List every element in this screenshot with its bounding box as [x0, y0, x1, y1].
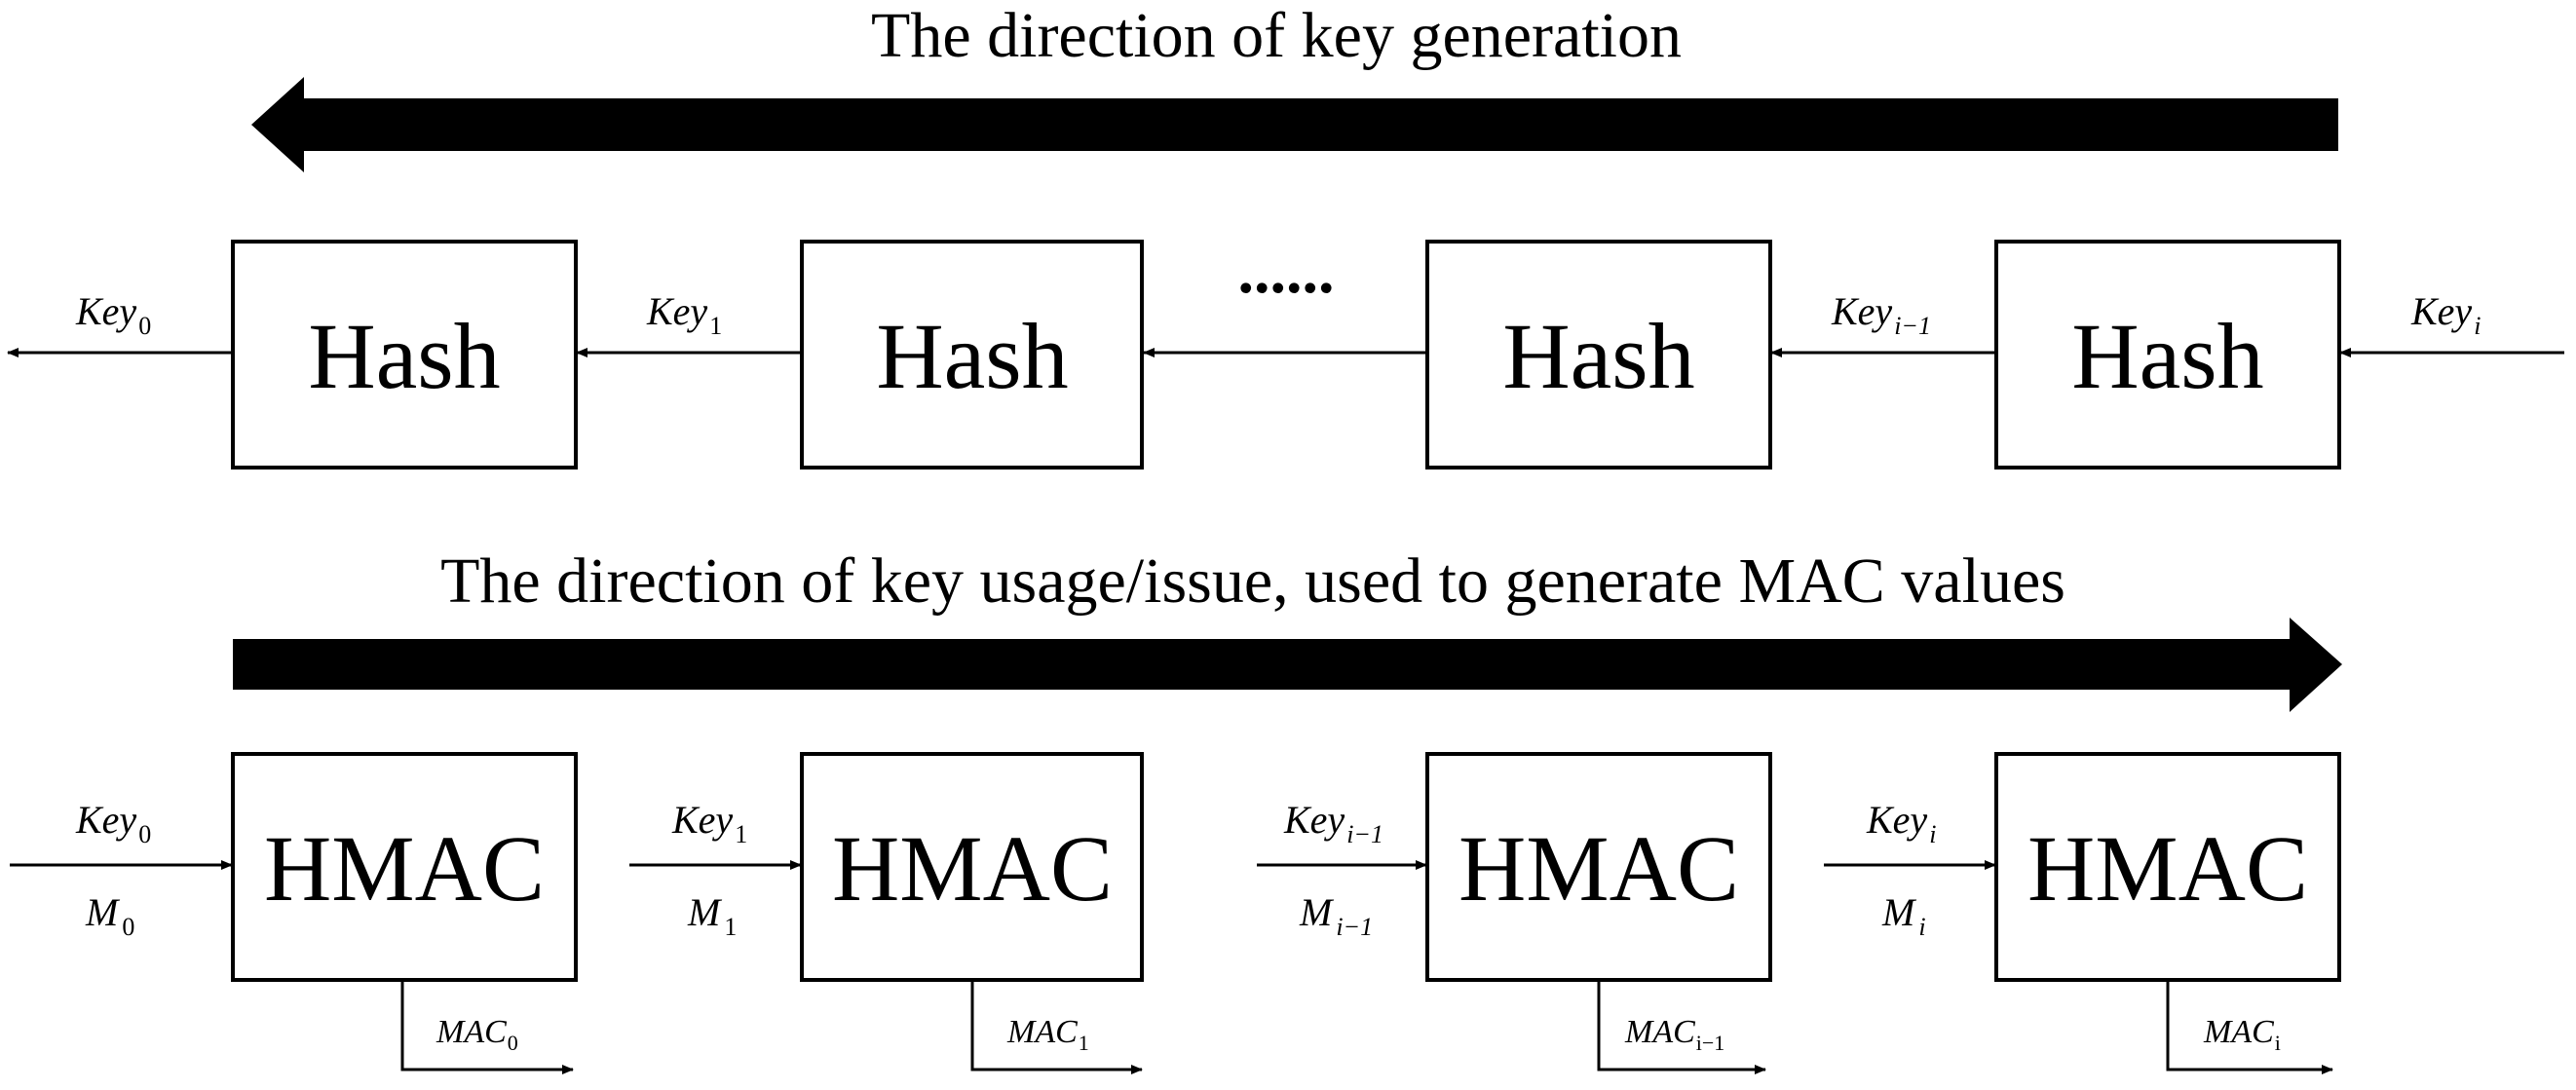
mac-output-arrow-2	[1597, 980, 1766, 1074]
mac-label-0: MAC0	[436, 1014, 518, 1055]
hash-label-0: Hash	[308, 304, 500, 408]
hash-label-3: Hash	[2071, 304, 2263, 408]
hmac-row: HMAC HMAC HMAC HMAC Key0 Key1 Keyi−1 Key…	[10, 752, 2341, 1074]
hash-row: Hash Hash Hash Hash ...... Key0 Key1 Key…	[7, 236, 2564, 470]
ellipsis: ......	[1238, 236, 1335, 307]
hash-label-2: Hash	[1502, 304, 1694, 408]
hmac-label-2: HMAC	[1458, 816, 1739, 921]
hash-key-label-0: Key0	[75, 289, 151, 340]
generation-direction-arrow	[251, 77, 2338, 172]
hash-label-1: Hash	[876, 304, 1068, 408]
mac-label-3: MACi	[2203, 1014, 2281, 1055]
hash-box-0	[231, 240, 578, 470]
hmac-key-label-0: Key0	[75, 798, 151, 848]
hash-box-2	[1425, 240, 1772, 470]
usage-direction-arrow	[233, 618, 2342, 712]
hmac-box-3	[1994, 752, 2341, 982]
mac-output-arrow-0	[400, 980, 574, 1074]
hmac-box-2	[1425, 752, 1772, 982]
hmac-box-1	[800, 752, 1144, 982]
hmac-box-0	[231, 752, 578, 982]
mac-label-1: MAC1	[1006, 1014, 1089, 1055]
mac-output-arrow-1	[970, 980, 1143, 1074]
hash-key-label-3: Keyi	[2410, 289, 2481, 340]
generation-direction-title: The direction of key generation	[871, 0, 1682, 71]
hmac-key-label-3: Keyi	[1866, 798, 1936, 848]
hash-key-label-1: Key1	[646, 289, 722, 340]
hash-box-3	[1994, 240, 2341, 470]
hmac-key-label-1: Key1	[671, 798, 747, 848]
usage-direction-title: The direction of key usage/issue, used t…	[440, 545, 2065, 617]
mac-output-arrow-3	[2166, 980, 2333, 1074]
hmac-label-0: HMAC	[264, 816, 545, 921]
hmac-label-1: HMAC	[832, 816, 1113, 921]
hmac-key-label-2: Keyi−1	[1283, 798, 1383, 848]
hash-key-label-2: Keyi−1	[1831, 289, 1931, 340]
hmac-label-3: HMAC	[2027, 816, 2308, 921]
hash-box-1	[800, 240, 1144, 470]
mac-label-2: MACi−1	[1624, 1014, 1724, 1055]
